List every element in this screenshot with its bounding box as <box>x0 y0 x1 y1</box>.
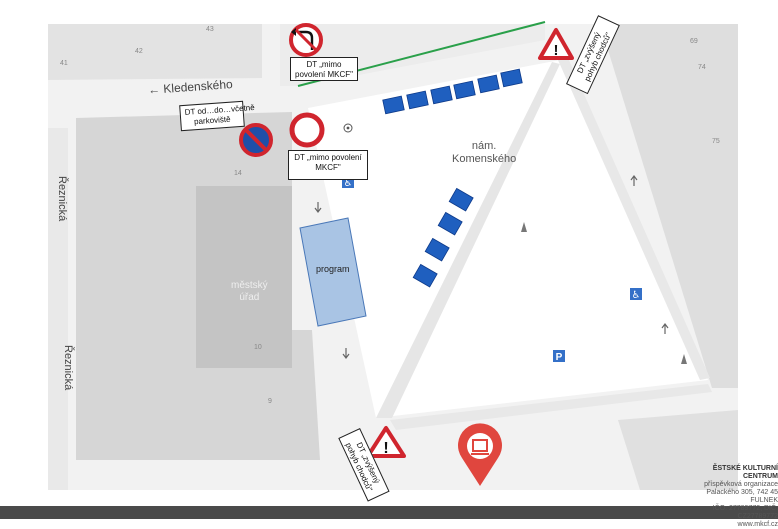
organization-stamp: ĚSTSKÉ KULTURNÍ CENTRUM příspěvková orga… <box>682 465 778 529</box>
stall <box>500 68 523 88</box>
square-label: nám. Komenského <box>452 140 517 165</box>
stall <box>448 187 474 212</box>
svg-text:♿: ♿ <box>632 290 641 301</box>
path-diagonal-2 <box>558 58 710 380</box>
stall <box>437 211 463 236</box>
organization-type: příspěvková organizace <box>704 481 778 488</box>
dt-note-from-to-parking: DT od…do…včetně parkoviště <box>179 100 255 132</box>
organization-web: www.mkcf.cz <box>737 521 778 528</box>
building-number: 75 <box>712 138 720 145</box>
organization-name: ĚSTSKÉ KULTURNÍ CENTRUM <box>712 465 778 480</box>
block-top-left <box>48 24 262 80</box>
warning-triangle-icon: ! <box>366 426 406 458</box>
town-hall-label: městský úřad <box>231 280 268 303</box>
parking-icon: P <box>553 350 565 363</box>
street-label-reznicka-lower: Řeznická <box>62 345 74 391</box>
stall <box>477 74 500 94</box>
path-bottom <box>390 384 712 430</box>
warning-triangle-icon: ! <box>538 28 574 60</box>
block-bottom-right <box>618 410 738 490</box>
program-stage <box>299 217 367 327</box>
svg-text:!: ! <box>554 42 559 59</box>
no-left-turn-sign-icon <box>289 23 323 57</box>
stall <box>406 90 429 110</box>
building-number: 10 <box>254 344 262 351</box>
tree-icon <box>521 222 687 364</box>
point-marker-icon <box>343 123 353 133</box>
building-number: 41 <box>60 60 68 67</box>
svg-text:!: ! <box>383 440 388 457</box>
stall <box>453 80 476 100</box>
program-stage-label: program <box>316 264 350 274</box>
dt-note-outside-permit-2: DT „mimo povolení MKCF" <box>288 150 368 180</box>
stall <box>412 263 438 288</box>
town-hall-building <box>196 186 292 368</box>
square-plaza <box>308 60 708 418</box>
path-diagonal-1 <box>376 62 560 418</box>
stall <box>382 95 405 115</box>
page-bottom-bar <box>0 506 778 519</box>
stalls-top-row <box>382 68 523 115</box>
building-number: 69 <box>690 38 698 45</box>
building-number: 14 <box>234 170 242 177</box>
block-left-strip <box>48 128 68 490</box>
arrow-icon <box>314 175 669 359</box>
street-label-reznicka: Řeznická <box>56 176 68 222</box>
wheelchair-icon: ♿ <box>630 288 642 301</box>
building-number: 9 <box>268 398 272 405</box>
organization-address: Palackého 305, 742 45 FULNEK <box>706 489 778 504</box>
location-pin-icon <box>458 423 502 486</box>
no-parking-sign-icon <box>239 123 273 157</box>
block-right <box>600 24 738 388</box>
stall <box>430 85 453 105</box>
svg-text:P: P <box>556 352 563 363</box>
svg-text:♿: ♿ <box>344 178 353 189</box>
dt-note-outside-permit: DT „mimo povolení MKCF" <box>290 57 358 81</box>
organization-ids: IČO: 27789772, DIČ: CZ27789772 <box>712 505 778 520</box>
building-number: 74 <box>698 64 706 71</box>
building-number: 42 <box>135 48 143 55</box>
stall <box>424 237 450 262</box>
no-entry-sign-icon <box>289 112 325 148</box>
stalls-diagonal <box>412 187 474 288</box>
building-number: 43 <box>206 26 214 33</box>
